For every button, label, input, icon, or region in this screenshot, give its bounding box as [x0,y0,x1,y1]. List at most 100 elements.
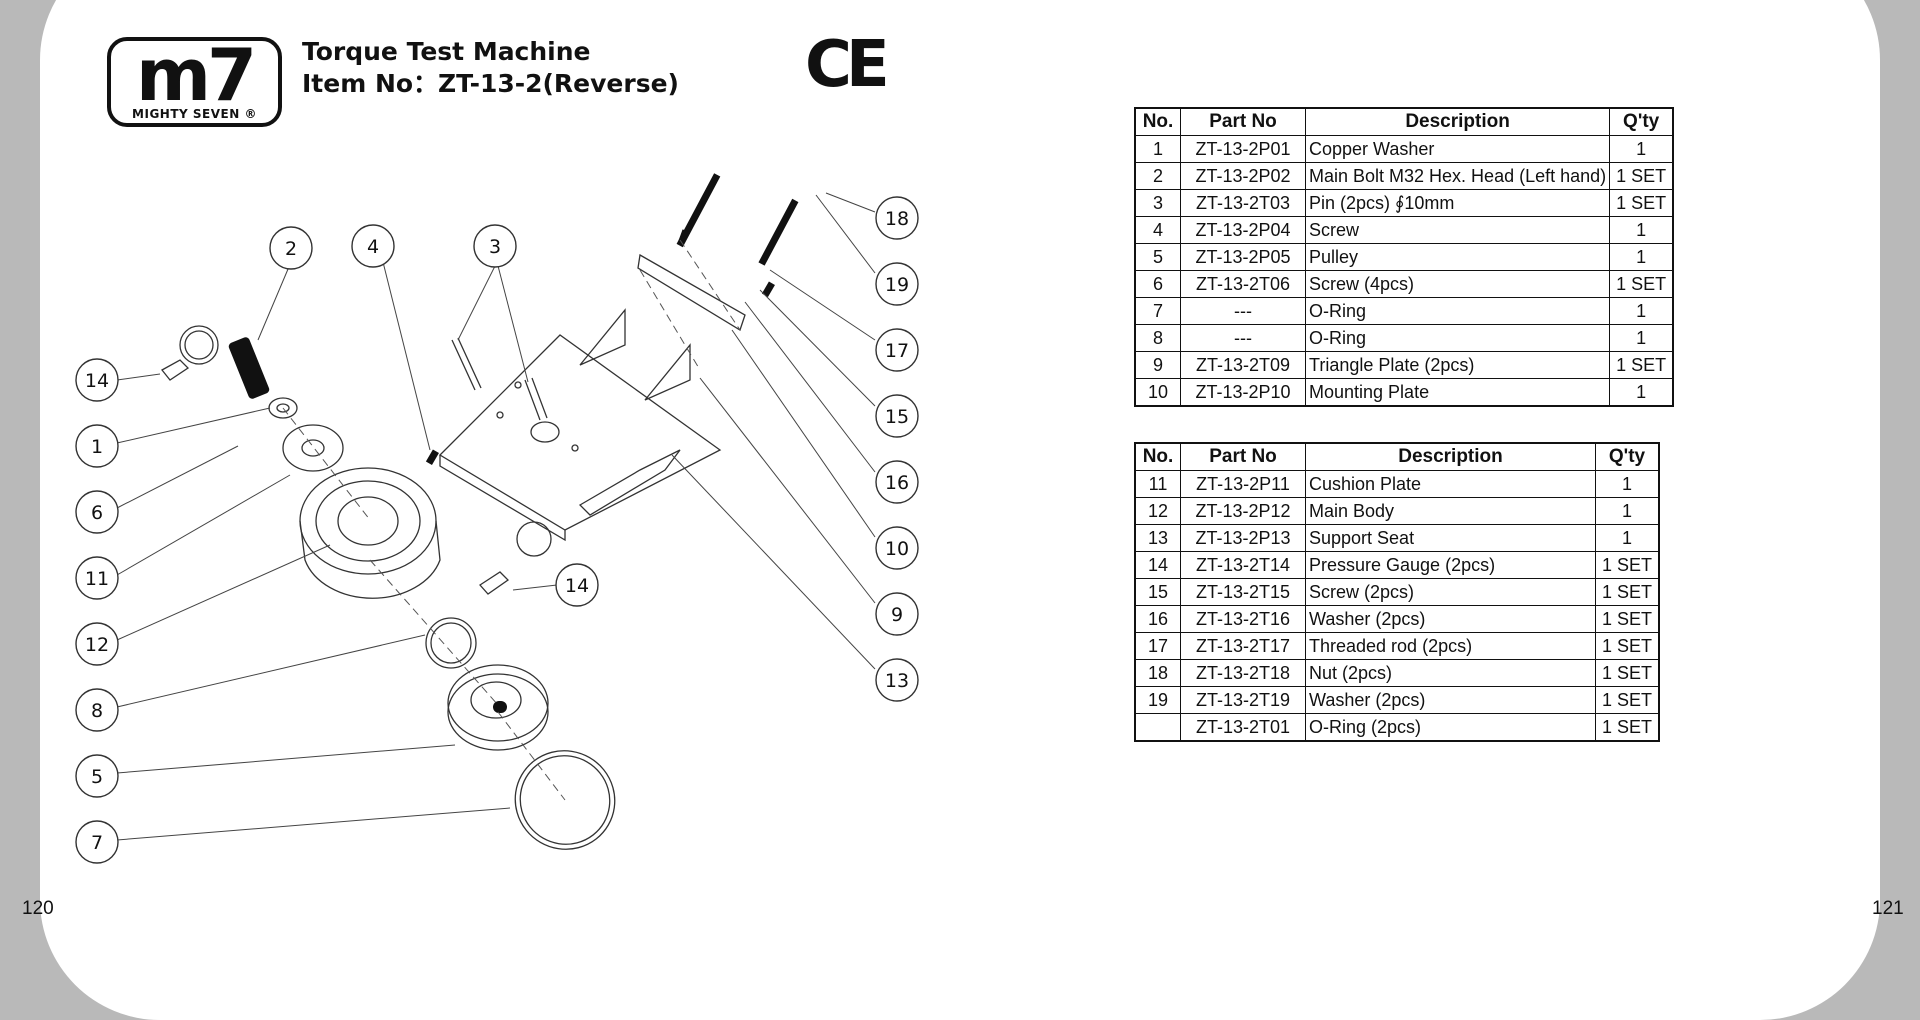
cell-qty: 1 [1609,378,1674,407]
callout-number: 4 [367,236,379,258]
cell-qty: 1 [1609,216,1674,244]
cell-part-no: ZT-13-2T01 [1180,713,1306,742]
cell-description: Cushion Plate [1305,470,1596,498]
cell-qty: 1 SET [1609,162,1674,190]
cell-qty: 1 SET [1609,189,1674,217]
callout-number: 7 [91,832,103,854]
cell-description: Washer (2pcs) [1305,686,1596,714]
callout-number: 3 [489,236,501,258]
header-qty: Q'ty [1609,107,1674,136]
cell-no: 15 [1134,578,1181,606]
header-part-no: Part No [1180,107,1306,136]
callout-circle [875,196,919,240]
callout-circle [875,658,919,702]
callout-circle [75,820,119,864]
cell-description: Nut (2pcs) [1305,659,1596,687]
callout-bubble: 5 [75,754,119,798]
cell-no: 7 [1134,297,1181,325]
cell-description: Main Body [1305,497,1596,525]
diagram-dark-parts [228,173,799,713]
ce-certification-mark: CE [805,28,890,102]
callout-number: 2 [285,238,297,260]
cell-part-no: --- [1180,324,1306,352]
cell-description: Triangle Plate (2pcs) [1304,351,1611,379]
cell-no [1134,713,1181,742]
callout-circle [75,754,119,798]
cell-qty: 1 SET [1595,686,1660,714]
callout-circle [875,526,919,570]
callout-number: 13 [885,670,909,692]
cell-part-no: ZT-13-2P13 [1180,524,1306,552]
callout-bubble: 2 [269,226,313,270]
leader-lines [116,192,876,841]
cell-no: 5 [1134,243,1181,271]
cell-description: Main Bolt M32 Hex. Head (Left hand) [1304,162,1611,190]
cell-no: 16 [1134,605,1181,633]
callout-circle [75,622,119,666]
callout-number: 19 [885,274,909,296]
cell-qty: 1 [1595,470,1660,498]
cell-no: 2 [1134,162,1181,190]
cell-description: O-Ring [1304,324,1611,352]
cell-no: 13 [1134,524,1181,552]
cell-no: 1 [1134,135,1181,163]
callout-number: 10 [885,538,909,560]
callout-number: 14 [85,370,109,392]
callout-number: 17 [885,340,909,362]
cell-part-no: ZT-13-2T03 [1180,189,1306,217]
callout-circle [875,328,919,372]
cell-no: 9 [1134,351,1181,379]
cell-no: 14 [1134,551,1181,579]
document-title: Torque Test Machine [302,37,591,66]
cell-part-no: ZT-13-2P12 [1180,497,1306,525]
callout-circle [269,226,313,270]
cell-part-no: ZT-13-2T19 [1180,686,1306,714]
cell-description: Screw (2pcs) [1305,578,1596,606]
cell-part-no: ZT-13-2T16 [1180,605,1306,633]
callout-bubble: 12 [75,622,119,666]
cell-no: 19 [1134,686,1181,714]
cell-description: Screw (4pcs) [1304,270,1611,298]
cell-part-no: ZT-13-2P01 [1180,135,1306,163]
cell-no: 6 [1134,270,1181,298]
cell-part-no: ZT-13-2P05 [1180,243,1306,271]
callout-bubble: 4 [351,224,395,268]
cell-qty: 1 SET [1595,578,1660,606]
callout-circle [875,592,919,636]
cell-part-no: ZT-13-2T06 [1180,270,1306,298]
cell-qty: 1 [1595,497,1660,525]
callout-number: 8 [91,700,103,722]
page-number-left: 120 [22,898,54,919]
callout-number: 6 [91,502,103,524]
cell-description: Threaded rod (2pcs) [1305,632,1596,660]
cell-part-no: ZT-13-2P11 [1180,470,1306,498]
cell-no: 12 [1134,497,1181,525]
callout-circle [75,556,119,600]
cell-qty: 1 [1609,297,1674,325]
callout-circle [75,490,119,534]
callout-bubble: 6 [75,490,119,534]
cell-qty: 1 SET [1609,351,1674,379]
cell-no: 3 [1134,189,1181,217]
callout-bubble: 16 [875,460,919,504]
callout-number: 16 [885,472,909,494]
callout-circle [875,460,919,504]
item-number: Item No：ZT-13-2(Reverse) [302,69,679,98]
cell-description: Mounting Plate [1304,378,1611,407]
callout-circle [75,688,119,732]
cell-description: Copper Washer [1304,135,1611,163]
